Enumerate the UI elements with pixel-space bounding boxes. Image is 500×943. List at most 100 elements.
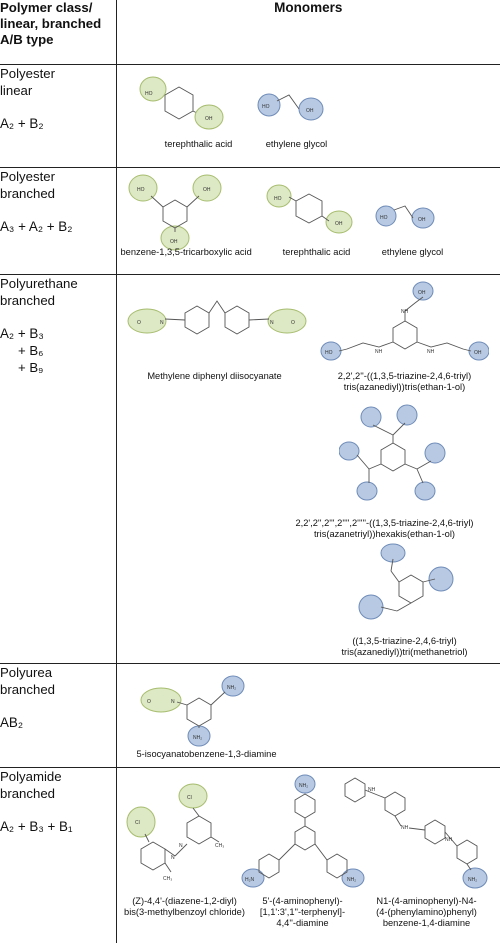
svg-text:N: N bbox=[171, 699, 175, 705]
svg-text:NH: NH bbox=[401, 825, 409, 831]
monomer-label-diacid-chloride-line2: bis(3-methylbenzoyl chloride) bbox=[124, 906, 245, 917]
svg-text:CH₃: CH₃ bbox=[163, 876, 172, 882]
monomer-label-b9-line1: ((1,3,5-triazine-2,4,6-triyl) bbox=[352, 635, 457, 646]
header-row: Polymer class/ linear, branched A/B type… bbox=[0, 0, 500, 65]
isocyanatobenzenediamine-structure: O N NH₂ NH₂ bbox=[140, 675, 244, 746]
ab-type-formula-line1: A₂ + B₃ bbox=[0, 325, 44, 341]
class-name-line1: Polyurea bbox=[0, 664, 53, 680]
class-name-line1: Polyurethane bbox=[0, 275, 78, 291]
class-name-line2: linear bbox=[0, 82, 33, 98]
svg-text:NH₂: NH₂ bbox=[193, 735, 202, 741]
monomer-label-triamine-line3: 4,4''-diamine bbox=[276, 917, 329, 928]
ab-type-formula-line3: + B₉ bbox=[18, 359, 44, 375]
ab-type-formula-line2: + B₆ bbox=[18, 342, 44, 358]
svg-text:NH: NH bbox=[401, 309, 409, 315]
monomer-label-monoamine-line1: N1-(4-aminophenyl)-N4- bbox=[376, 895, 477, 906]
monomers-cell: O N N O Methylene diphenyl diisocyanate … bbox=[115, 273, 500, 664]
svg-text:NH: NH bbox=[427, 349, 435, 355]
class-cell: Polyester linear A₂ + B₂ bbox=[0, 63, 117, 168]
monomers-cell: HO OH terephthalic acid HO OH ethylene g… bbox=[115, 63, 500, 168]
svg-text:O: O bbox=[147, 699, 151, 705]
monomer-label-terephthalic-acid: terephthalic acid bbox=[282, 246, 351, 257]
triazine-triethanol-structure: NH NH NH OH HO OH bbox=[320, 281, 489, 360]
svg-text:NH₂: NH₂ bbox=[468, 877, 477, 883]
class-header-line2: linear, branched bbox=[0, 16, 102, 31]
monomer-label-ethylene-glycol: ethylene glycol bbox=[265, 138, 328, 149]
monomers-cell: Cl Cl N N CH₃ CH₃ (Z)-4,4'-(diazene-1,2-… bbox=[115, 766, 500, 943]
ab-type-formula: A₂ + B₃ + B₁ bbox=[0, 818, 73, 834]
ethylene-glycol-structure: HO OH bbox=[257, 93, 323, 120]
monomers-column-header: Monomers bbox=[115, 0, 500, 65]
class-cell: Polyester branched A₃ + A₂ + B₂ bbox=[0, 166, 117, 275]
aminophenyl-phenylenediamine-structure: NH NH NH NH₂ bbox=[344, 776, 487, 888]
monomer-label-ethylene-glycol: ethylene glycol bbox=[381, 246, 444, 257]
svg-text:OH: OH bbox=[474, 350, 482, 356]
monomer-label-b3-line1: 2,2',2''-((1,3,5-triazine-2,4,6-triyl) bbox=[337, 370, 472, 381]
svg-text:HO: HO bbox=[145, 91, 153, 97]
class-header-line1: Polymer class/ bbox=[0, 0, 93, 15]
class-header-line3: A/B type bbox=[0, 32, 54, 47]
monomer-label-monoamine-line3: benzene-1,4-diamine bbox=[382, 917, 471, 928]
class-cell: Polyurethane branched A₂ + B₃ + B₆ + B₉ bbox=[0, 273, 117, 664]
svg-text:OH: OH bbox=[170, 239, 178, 245]
svg-text:NH: NH bbox=[445, 837, 453, 843]
monomer-label-triamine-line2: [1,1':3',1''-terphenyl]- bbox=[259, 906, 346, 917]
monomer-label-b6-line1: 2,2',2'',2''',2'''',2'''''-((1,3,5-triaz… bbox=[295, 517, 474, 528]
class-name-line1: Polyester bbox=[0, 168, 55, 184]
monomer-label-b6-line2: tris(azanetriyl))hexakis(ethan-1-ol) bbox=[313, 528, 456, 539]
azobenzene-diacid-chloride-structure: Cl Cl N N CH₃ CH₃ bbox=[126, 783, 224, 882]
svg-text:HO: HO bbox=[274, 196, 282, 202]
ab-type-formula: A₃ + A₂ + B₂ bbox=[0, 218, 73, 234]
svg-text:NH₂: NH₂ bbox=[299, 783, 308, 789]
class-name-line2: branched bbox=[0, 185, 55, 201]
svg-text:O: O bbox=[137, 320, 141, 326]
triaminophenylbenzene-structure: NH₂ H₂N NH₂ bbox=[241, 774, 364, 887]
monomer-label-terephthalic-acid: terephthalic acid bbox=[164, 138, 233, 149]
class-name-line1: Polyamide bbox=[0, 768, 62, 784]
class-name-line1: Polyester bbox=[0, 65, 55, 81]
class-cell: Polyamide branched A₂ + B₃ + B₁ bbox=[0, 766, 117, 943]
monomer-label-isocyanatobenzenediamine: 5-isocyanatobenzene-1,3-diamine bbox=[136, 748, 277, 759]
svg-text:OH: OH bbox=[203, 187, 211, 193]
svg-text:NH₂: NH₂ bbox=[227, 685, 236, 691]
terephthalic-acid-structure: HO OH bbox=[139, 76, 223, 129]
class-name-line2: branched bbox=[0, 292, 55, 308]
table-row-polyester-branched: Polyester branched A₃ + A₂ + B₂ HO OH OH… bbox=[0, 166, 500, 275]
svg-text:CH₃: CH₃ bbox=[215, 843, 224, 849]
svg-text:OH: OH bbox=[418, 217, 426, 223]
mdi-structure: O N N O bbox=[127, 299, 306, 335]
svg-text:OH: OH bbox=[335, 221, 343, 227]
monomer-label-diacid-chloride-line1: (Z)-4,4'-(diazene-1,2-diyl) bbox=[132, 895, 237, 906]
ethylene-glycol-structure-2: HO OH bbox=[375, 204, 434, 228]
class-name-line2: branched bbox=[0, 785, 55, 801]
monomers-cell: HO OH OH benzene-1,3,5-tricarboxylic aci… bbox=[115, 166, 500, 275]
svg-text:OH: OH bbox=[205, 116, 213, 122]
terephthalic-acid-structure-2: HO OH bbox=[266, 184, 352, 233]
triazine-hexaethanol-structure bbox=[338, 404, 445, 500]
trimesic-acid-structure: HO OH OH bbox=[128, 174, 221, 250]
ab-type-formula: AB₂ bbox=[0, 714, 24, 730]
monomer-label-b3-line2: tris(azanediyl))tris(ethan-1-ol) bbox=[343, 381, 466, 392]
svg-text:HO: HO bbox=[262, 104, 270, 110]
svg-text:N: N bbox=[179, 843, 183, 849]
svg-text:HO: HO bbox=[380, 215, 388, 221]
monomer-label-monoamine-line2: (4-(phenylamino)phenyl) bbox=[376, 906, 477, 917]
svg-text:Cl: Cl bbox=[135, 820, 140, 826]
ab-type-formula: A₂ + B₂ bbox=[0, 115, 44, 131]
monomer-label-trimesic-acid: benzene-1,3,5-tricarboxylic acid bbox=[120, 246, 252, 257]
monomer-label-b9-line2: tris(azanediyl))tri(methanetriol) bbox=[341, 646, 468, 657]
monomer-label-triamine-line1: 5'-(4-aminophenyl)- bbox=[262, 895, 343, 906]
svg-text:HO: HO bbox=[137, 187, 145, 193]
monomers-cell: O N NH₂ NH₂ 5-isocyanatobenzene-1,3-diam… bbox=[115, 662, 500, 768]
svg-text:NH: NH bbox=[368, 787, 376, 793]
svg-text:OH: OH bbox=[306, 108, 314, 114]
svg-text:H₂N: H₂N bbox=[245, 877, 255, 883]
svg-text:NH: NH bbox=[375, 349, 383, 355]
table-row-polyester-linear: Polyester linear A₂ + B₂ HO OH terephtha… bbox=[0, 63, 500, 168]
svg-text:N: N bbox=[171, 855, 175, 861]
class-name-line2: branched bbox=[0, 681, 55, 697]
svg-text:N: N bbox=[270, 320, 274, 326]
class-cell: Polyurea branched AB₂ bbox=[0, 662, 117, 768]
